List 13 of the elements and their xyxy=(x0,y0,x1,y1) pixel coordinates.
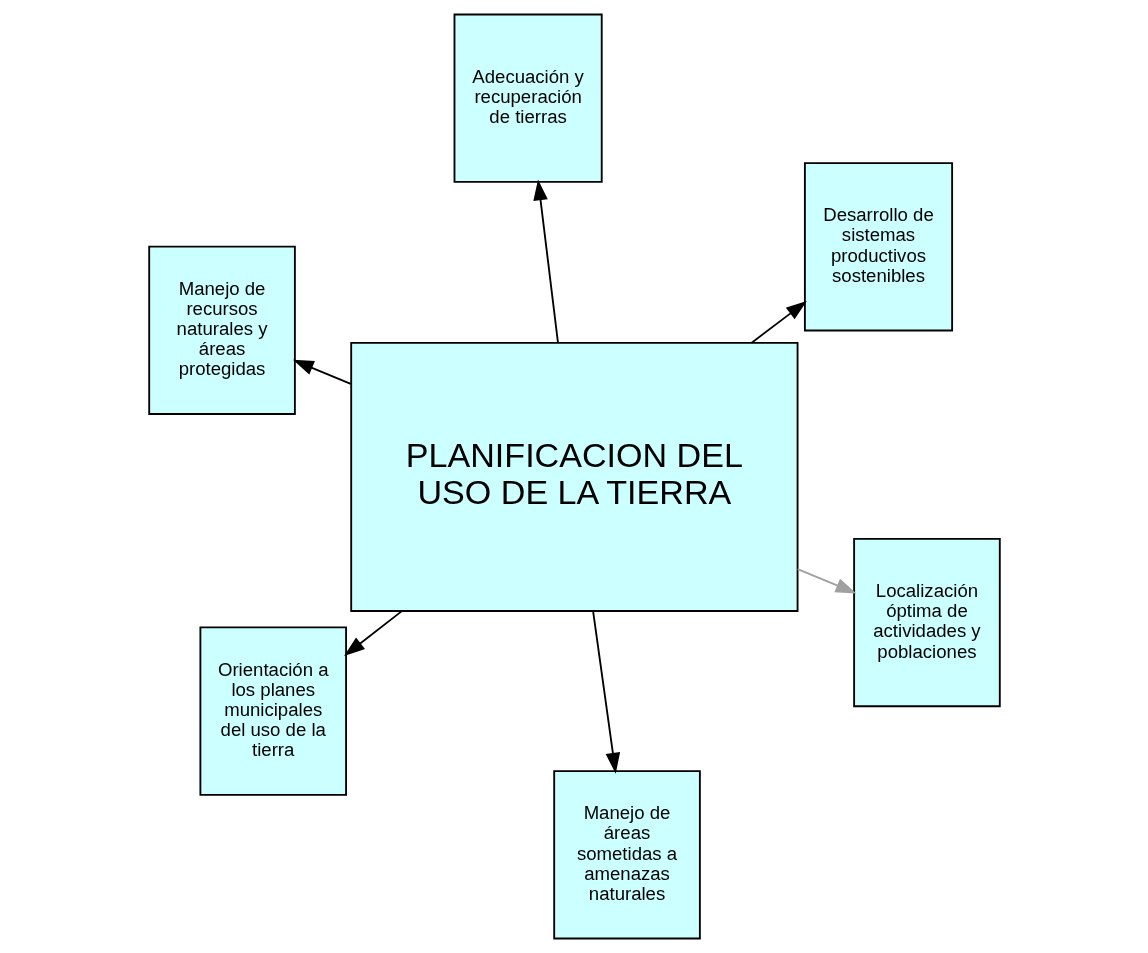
arrow xyxy=(591,610,620,774)
arrow xyxy=(750,301,807,344)
arrow xyxy=(532,179,559,344)
node-box: Localización óptima de actividades y poblaciones xyxy=(852,537,1001,708)
arrow xyxy=(796,568,856,594)
node-box: Manejo de recursos naturales y áreas protegidas xyxy=(147,245,296,415)
node-box: Adecuación y recuperación de tierras xyxy=(453,13,603,183)
node-box: PLANIFICACION DEL USO DE LA TIERRA xyxy=(349,341,798,612)
arrow xyxy=(292,359,352,385)
node-box: Manejo de áreas sometidas a amenazas naturales xyxy=(552,770,701,940)
node-box: Orientación a los planes municipales del uso de la tierra xyxy=(198,626,347,796)
node-box: Desarrollo de sistemas productivos sostenibles xyxy=(803,162,953,332)
arrow xyxy=(343,610,403,657)
